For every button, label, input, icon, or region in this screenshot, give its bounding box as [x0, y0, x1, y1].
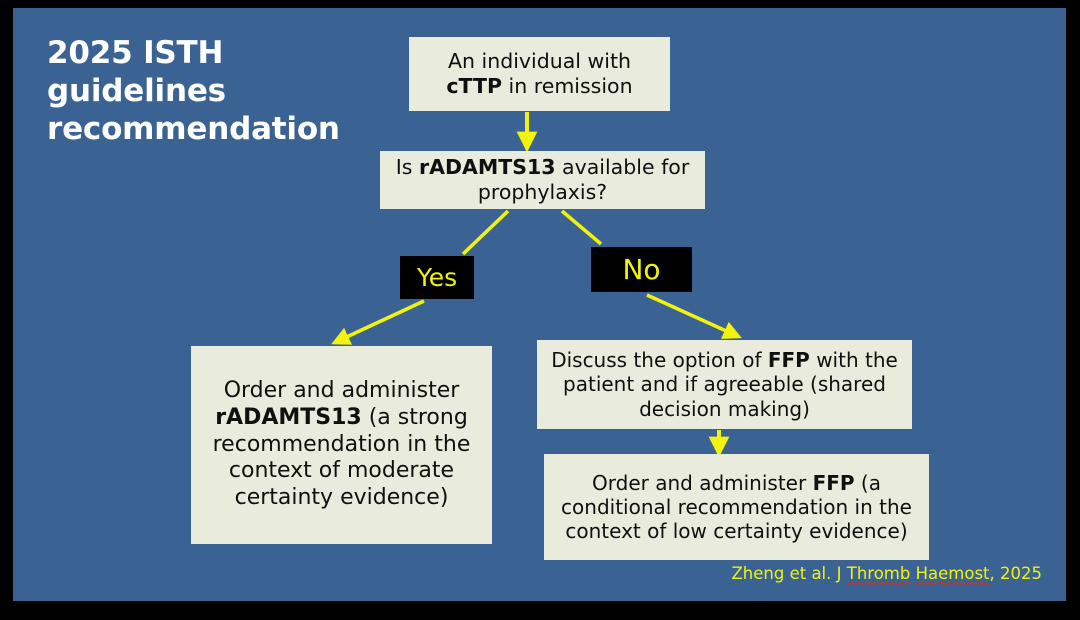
question-text-after: available for prophylaxis? — [477, 155, 690, 204]
arrow-no-to-right-middle — [646, 293, 742, 339]
citation-part-3: , 2025 — [989, 564, 1042, 583]
start-text-before: An individual with — [447, 49, 632, 74]
citation: Zheng et al. J Thromb Haemost, 2025 — [731, 564, 1042, 583]
left-outcome-text-after: (a strong recommendation in the context … — [212, 405, 471, 510]
flow-node-left-outcome: Order and administer rADAMTS13 (a strong… — [191, 346, 492, 544]
citation-misspelled-thromb: Thromb — [846, 564, 911, 583]
flow-node-question: Is rADAMTS13 available for prophylaxis? — [380, 151, 705, 209]
citation-misspelled-haemost: Haemost — [915, 564, 990, 583]
right-middle-text-after: with the patient and if agreeable (share… — [563, 348, 898, 421]
question-text-bold: rADAMTS13 — [418, 155, 556, 180]
slide-canvas: 2025 ISTH guidelines recommendation An i… — [13, 8, 1066, 601]
right-outcome-text-before: Order and administer — [592, 470, 813, 495]
arrow-question-to-yes — [461, 209, 510, 256]
right-outcome-text-bold: FFP — [812, 470, 855, 495]
right-middle-text-bold: FFP — [767, 348, 810, 373]
right-outcome-text-after: (a conditional recommendation in the con… — [561, 470, 912, 544]
start-text-bold: cTTP — [446, 74, 503, 98]
left-outcome-text-bold: rADAMTS13 — [215, 405, 362, 431]
flow-node-right-outcome: Order and administer FFP (a conditional … — [544, 454, 929, 560]
left-outcome-text-before: Order and administer — [223, 378, 460, 404]
citation-part-1: Zheng et al. J — [731, 564, 847, 583]
start-text-after: in remission — [502, 74, 633, 98]
arrow-yes-to-left-outcome — [331, 299, 425, 345]
page-title: 2025 ISTH guidelines recommendation — [47, 35, 340, 147]
branch-label-no: No — [591, 247, 692, 292]
flow-node-right-middle: Discuss the option of FFP with the patie… — [537, 340, 912, 429]
flow-node-start: An individual with cTTP in remission — [409, 37, 670, 111]
branch-label-yes: Yes — [400, 256, 474, 299]
right-middle-text-before: Discuss the option of — [551, 348, 768, 373]
arrow-question-to-no — [560, 209, 603, 246]
question-text-before: Is — [395, 155, 419, 180]
